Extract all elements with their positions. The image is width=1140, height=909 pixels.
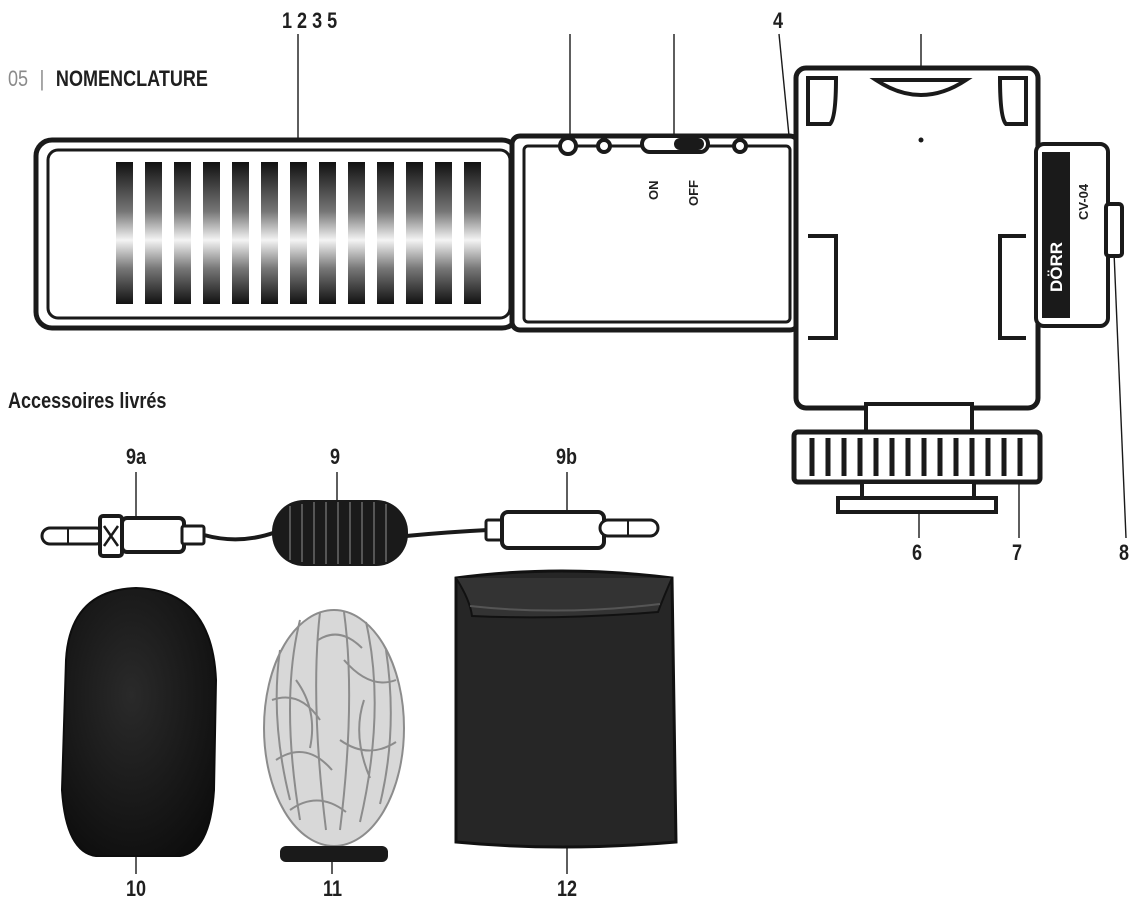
callout-8: 8 — [1119, 540, 1130, 565]
callout-6: 6 — [912, 540, 923, 565]
page-heading: 05 | NOMENCLATURE — [8, 66, 208, 92]
audio-cable — [40, 500, 660, 566]
callout-10: 10 — [126, 876, 147, 901]
fur-windscreen — [263, 609, 405, 862]
storage-pouch — [454, 569, 678, 849]
lock-wheel-ridges — [809, 438, 1023, 476]
leader-8 — [1113, 251, 1127, 539]
shock-mount: DÖRR CV-04 — [793, 65, 1124, 411]
hot-shoe-mount — [791, 402, 1043, 514]
model-label: CV-04 — [1076, 183, 1091, 220]
microphone-body: ON OFF — [509, 133, 801, 333]
callout-9: 9 — [330, 444, 341, 469]
callout-4: 4 — [773, 8, 784, 33]
callout-9b: 9b — [556, 444, 578, 469]
control-button — [596, 138, 612, 154]
switch-off-label: OFF — [686, 180, 701, 206]
switch-on-label: ON — [646, 181, 661, 201]
shoe-foot — [836, 496, 998, 514]
callout-1235: 1 2 3 5 — [282, 8, 338, 33]
callout-11: 11 — [323, 876, 343, 901]
led-indicator — [558, 136, 578, 156]
page-title: NOMENCLATURE — [55, 66, 208, 91]
plug-9b-housing — [500, 510, 606, 550]
grille-slots — [116, 162, 481, 304]
accessories-heading: Accessoires livrés — [8, 388, 167, 413]
audio-jack — [732, 138, 748, 154]
callout-9a: 9a — [126, 444, 147, 469]
power-switch-knob — [674, 138, 704, 150]
callout-7: 7 — [1012, 540, 1023, 565]
callout-12: 12 — [557, 876, 578, 901]
section-separator: | — [39, 66, 45, 91]
plug-9a-tip — [40, 526, 106, 546]
foam-windscreen — [60, 586, 218, 857]
coiled-cable — [272, 500, 408, 566]
brand-logo: DÖRR — [1047, 242, 1066, 292]
fur-base — [280, 846, 388, 862]
plug-9a-housing — [120, 516, 186, 554]
lock-knob — [1104, 202, 1124, 258]
leader-4 — [778, 33, 791, 147]
section-number: 05 — [8, 66, 29, 91]
microphone-grille — [33, 137, 521, 331]
